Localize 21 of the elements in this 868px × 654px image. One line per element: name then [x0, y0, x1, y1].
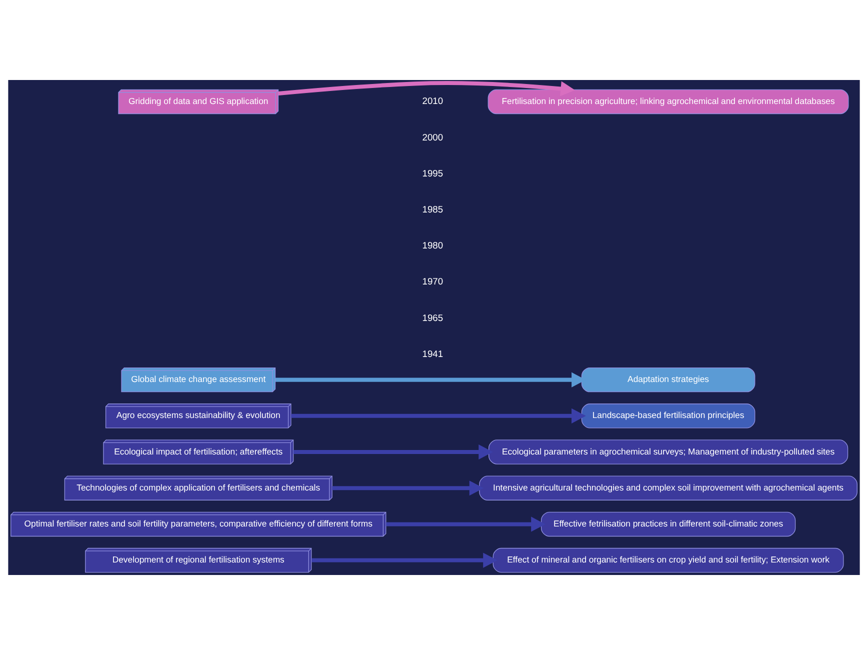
label: 1965 [422, 312, 444, 322]
node-box: Fertilisation in precision agriculture; linking agrochemical and environmental databases [488, 88, 849, 114]
label: 1985 [422, 204, 444, 214]
node-box: Effective fetrilisation practices in different soil-climatic zones [540, 511, 796, 536]
label: 1941 [422, 348, 444, 358]
node-box: Ecological parameters in agrochemical surveys; Management of industry-polluted sites [488, 439, 848, 464]
arrow [386, 516, 546, 532]
node-box: Adaptation strategies [581, 366, 756, 392]
label: 1970 [422, 276, 444, 286]
node-box: Effect of mineral and organic fertilisers on crop yield and soil fertility; Extension work [492, 547, 844, 572]
arrow [312, 552, 498, 568]
arrow [332, 480, 484, 496]
label: 2000 [422, 132, 444, 142]
arrow [293, 444, 493, 460]
node-box: Landscape-based fertilisation principles [581, 403, 756, 428]
label: 1980 [422, 240, 444, 250]
node-box: Intensive agricultural technologies and complex soil improvement with agrochemical agents [479, 475, 858, 500]
arrow [291, 408, 586, 423]
label: 1995 [422, 168, 444, 178]
label: 2010 [422, 96, 444, 106]
arrow [278, 80, 575, 96]
